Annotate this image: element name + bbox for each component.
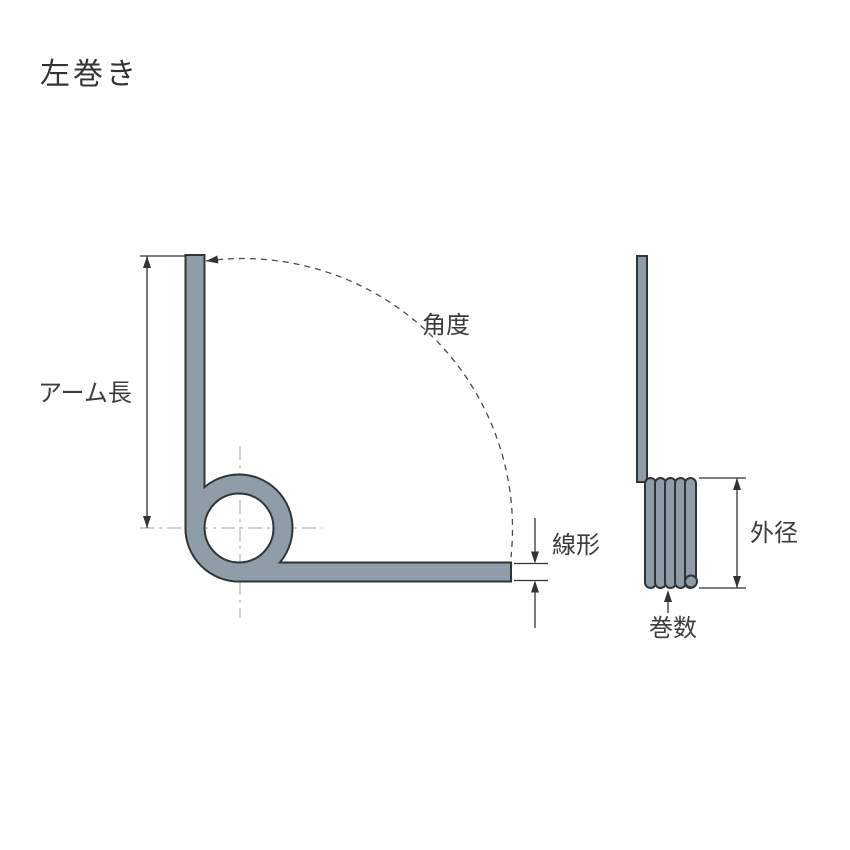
- wire-diameter-dimension: 線形: [514, 518, 600, 628]
- front-view: アーム長 角度 線形: [38, 254, 600, 628]
- spring-arms-outline: [184, 254, 512, 583]
- arrow-down-icon: [531, 551, 539, 564]
- arm-length-label: アーム長: [38, 380, 132, 407]
- arrow-up-icon: [143, 256, 151, 268]
- coil-count-label: 巻数: [649, 615, 697, 642]
- wire-end: [684, 574, 698, 589]
- outer-diameter-label: 外径: [750, 520, 798, 547]
- spring-arms: [186, 256, 510, 581]
- angle-arrow-icon: [206, 255, 219, 264]
- side-arm: [636, 255, 648, 483]
- wire-diameter-label: 線形: [552, 532, 600, 559]
- coil-turn: [684, 477, 697, 589]
- page-title: 左巻き: [40, 58, 139, 91]
- side-view: 外径 巻数: [636, 255, 798, 642]
- arrow-up-icon: [531, 580, 539, 593]
- outer-diameter-dimension: 外径: [699, 477, 798, 589]
- coil-count-callout: 巻数: [649, 590, 697, 642]
- arrow-up-icon: [664, 590, 672, 602]
- arrow-up-icon: [733, 478, 741, 490]
- angle-arc: [205, 257, 514, 558]
- arrow-down-icon: [733, 576, 741, 588]
- angle-label: 角度: [422, 312, 470, 339]
- arrow-down-icon: [143, 516, 151, 528]
- angle-dimension: 角度: [205, 255, 514, 558]
- arm-length-dimension: アーム長: [38, 255, 186, 528]
